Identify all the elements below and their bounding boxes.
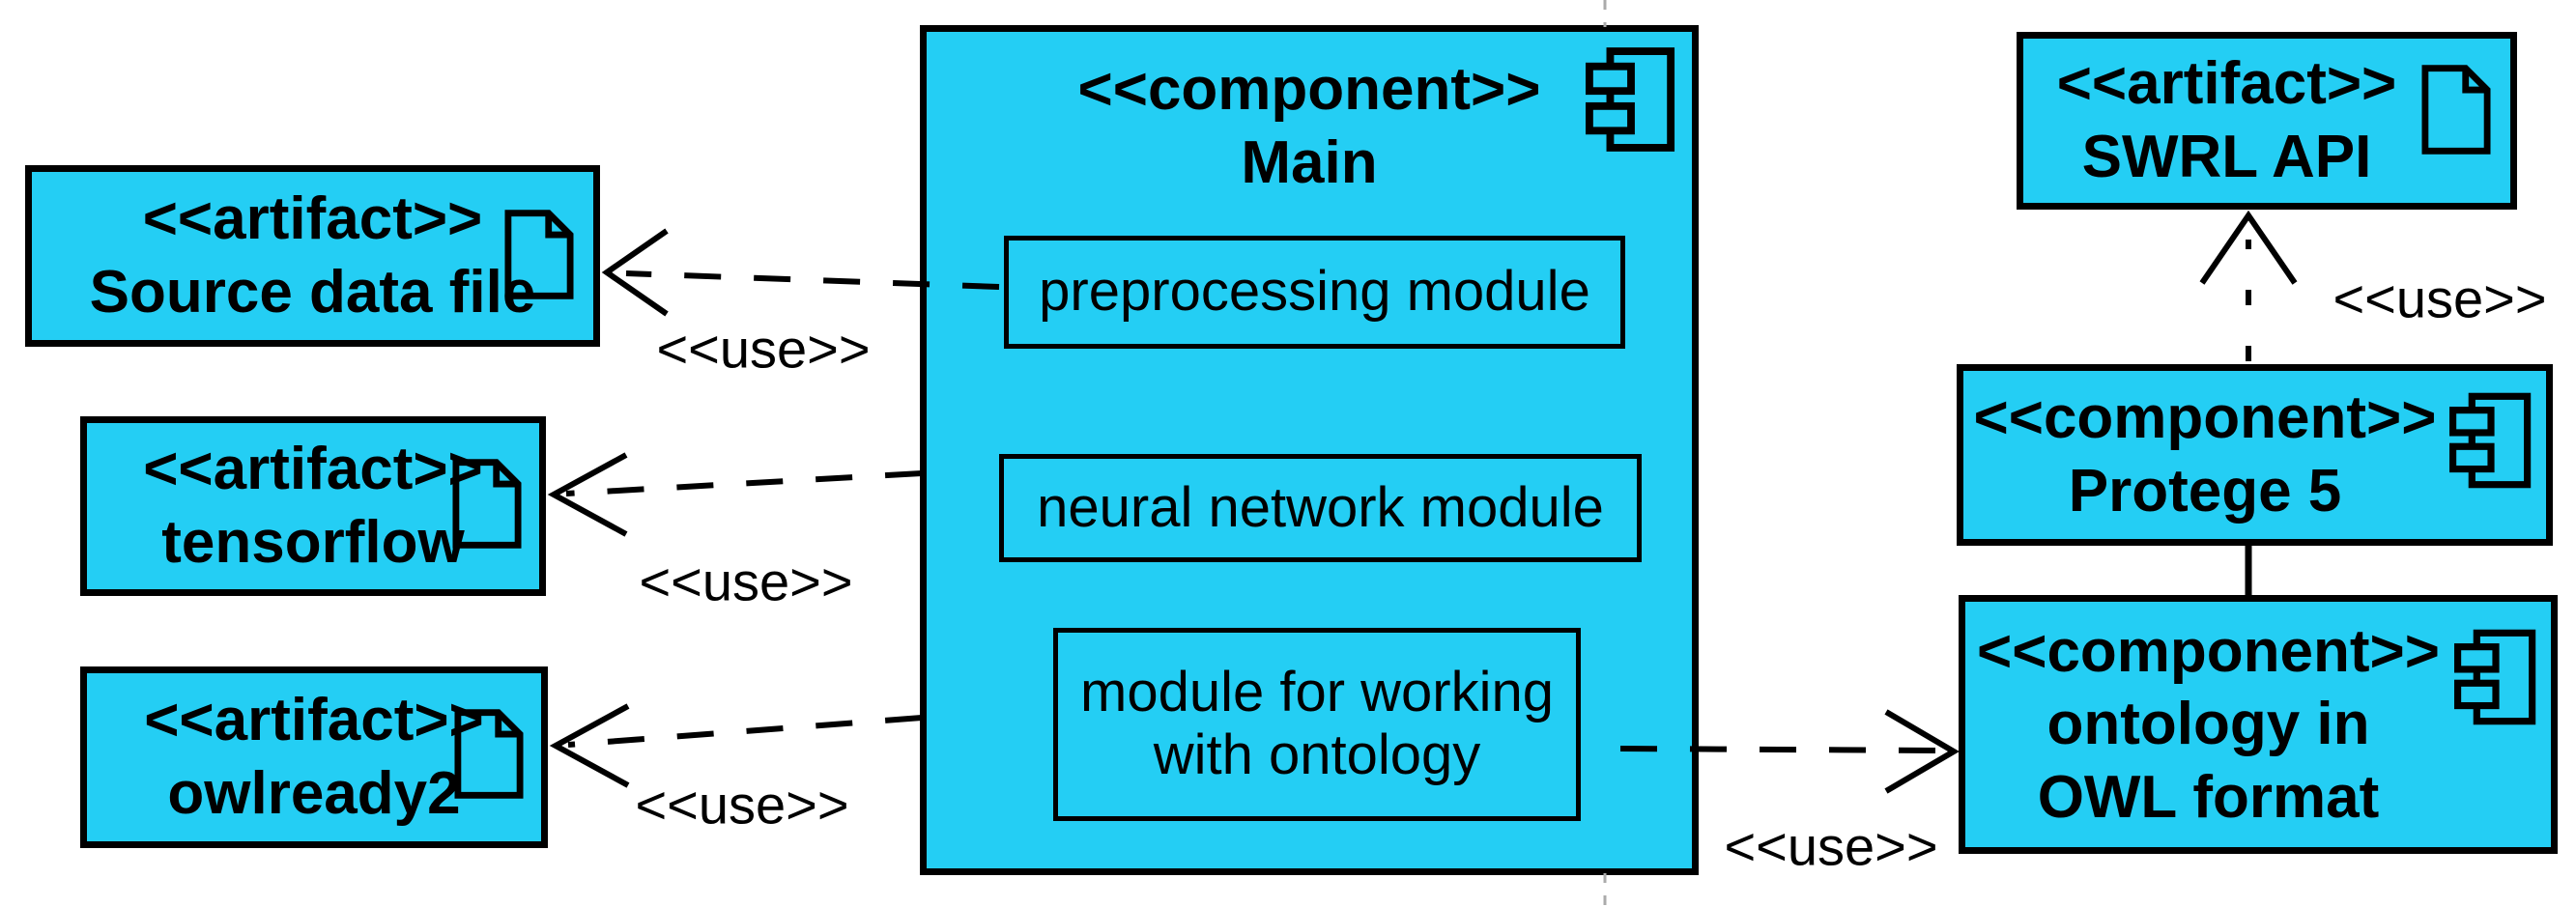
node-name: tensorflow <box>161 509 465 576</box>
node-name: SWRL API <box>2081 124 2372 190</box>
document-icon <box>2421 64 2491 160</box>
node-main: <<component>> Main preprocessing module … <box>920 25 1699 875</box>
node-swrl-api: <<artifact>> SWRL API <box>2017 32 2517 210</box>
component-icon <box>2449 392 2533 494</box>
module-preprocessing: preprocessing module <box>1004 236 1625 349</box>
node-protege5: <<component>> Protege 5 <box>1957 364 2553 546</box>
document-icon <box>454 708 524 805</box>
stereotype-label: <<component>> <box>1973 384 2437 452</box>
use-label-swrl: <<use>> <box>2333 268 2547 329</box>
use-label-owlready2: <<use>> <box>635 774 849 836</box>
node-name: owlready2 <box>167 760 461 827</box>
stereotype-label: <<artifact>> <box>142 185 483 253</box>
document-icon <box>452 458 522 554</box>
stereotype-label: <<artifact>> <box>143 436 483 503</box>
module-neural-network: neural network module <box>999 454 1642 562</box>
document-icon <box>504 209 574 305</box>
stereotype-label: <<component>> <box>1077 56 1541 123</box>
component-icon <box>1586 47 1676 156</box>
edge-use-tensorflow <box>547 452 923 537</box>
node-name: Main <box>1241 128 1378 196</box>
stereotype-label: <<artifact>> <box>2056 50 2397 118</box>
node-name: ontology in OWL format <box>2037 691 2380 831</box>
edge-use-swrl-api <box>2199 210 2298 361</box>
use-label-ontology: <<use>> <box>1724 815 1938 877</box>
use-label-tensorflow: <<use>> <box>639 551 853 612</box>
node-owlready2: <<artifact>> owlready2 <box>80 666 548 848</box>
stereotype-label: <<artifact>> <box>144 687 484 754</box>
node-source-data-file: <<artifact>> Source data file <box>25 165 600 347</box>
node-name: Protege 5 <box>2068 458 2342 524</box>
stereotype-label: <<component>> <box>1977 617 2440 685</box>
node-tensorflow: <<artifact>> tensorflow <box>80 416 546 596</box>
use-label-source: <<use>> <box>656 318 871 380</box>
node-name: Source data file <box>89 259 536 326</box>
node-ontology-owl-format: <<component>> ontology in OWL format <box>1959 595 2558 854</box>
module-working-with-ontology: module for working with ontology <box>1053 628 1581 821</box>
component-icon <box>2454 629 2537 730</box>
